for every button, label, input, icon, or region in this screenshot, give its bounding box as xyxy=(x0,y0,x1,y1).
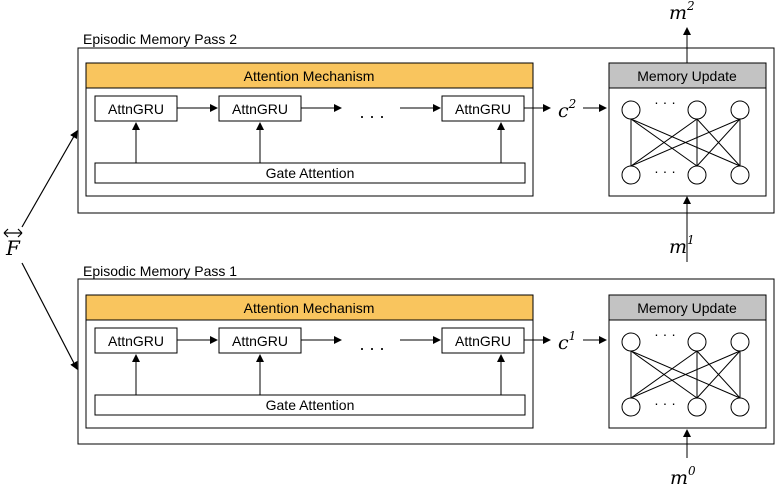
ellipsis: . . . xyxy=(359,102,384,122)
input-f-label: F xyxy=(5,236,21,260)
context-c1: c1 xyxy=(558,329,576,354)
attngru-box xyxy=(218,327,302,354)
attngru-label: AttnGRU xyxy=(108,101,164,117)
attention-header xyxy=(85,62,534,89)
network-node xyxy=(730,100,750,120)
gate-attention-box xyxy=(94,394,526,416)
pass-2-title: Episodic Memory Pass 2 xyxy=(83,31,237,47)
memory-update-header xyxy=(608,294,767,321)
network-edges xyxy=(630,118,741,167)
pass-1: Episodic Memory Pass 1 Attention Mechani… xyxy=(77,263,775,445)
attngru-box xyxy=(441,95,525,122)
attngru-label: AttnGRU xyxy=(232,333,288,349)
memory-m1: m1 xyxy=(669,233,695,258)
gate-attention-label: Gate Attention xyxy=(266,165,355,181)
pass-1-frame xyxy=(77,278,775,445)
network-node xyxy=(730,397,750,417)
node-ellipsis: · · · xyxy=(654,395,676,411)
attention-header xyxy=(85,294,534,321)
network-node xyxy=(687,100,707,120)
network-node xyxy=(621,165,641,185)
attention-header-label: Attention Mechanism xyxy=(244,300,375,316)
network-node xyxy=(621,332,641,352)
attngru-label: AttnGRU xyxy=(455,333,511,349)
attngru-label: AttnGRU xyxy=(108,333,164,349)
pass-2-frame xyxy=(77,47,775,214)
memory-update-header xyxy=(608,62,767,89)
attngru-box xyxy=(94,95,178,122)
attngru-box xyxy=(441,327,525,354)
node-ellipsis: · · · xyxy=(654,326,676,342)
attngru-label: AttnGRU xyxy=(232,101,288,117)
pass-1-title: Episodic Memory Pass 1 xyxy=(83,263,237,279)
attention-header-label: Attention Mechanism xyxy=(244,68,375,84)
network-node xyxy=(687,397,707,417)
pass-2: Episodic Memory Pass 2 Attention Mechani… xyxy=(77,0,775,214)
network-node xyxy=(730,165,750,185)
gate-attention-box xyxy=(94,162,526,184)
memory-m0: m0 xyxy=(670,464,696,485)
memory-m2: m2 xyxy=(669,0,695,24)
ellipsis: . . . xyxy=(359,334,384,354)
memory-update-label: Memory Update xyxy=(637,300,737,316)
node-ellipsis: · · · xyxy=(654,94,676,110)
attngru-box xyxy=(218,95,302,122)
network-node xyxy=(687,165,707,185)
arrow-input-to-pass2 xyxy=(21,130,78,228)
network-node xyxy=(730,332,750,352)
network-node xyxy=(621,397,641,417)
double-arrow-icon xyxy=(3,228,23,238)
input-f: F xyxy=(3,228,23,260)
network-node xyxy=(687,332,707,352)
node-ellipsis: · · · xyxy=(654,163,676,179)
attngru-label: AttnGRU xyxy=(455,101,511,117)
context-c2: c2 xyxy=(558,97,576,122)
network-edges xyxy=(630,350,741,399)
network-node xyxy=(621,100,641,120)
arrow-input-to-pass1 xyxy=(21,262,78,370)
memory-update-label: Memory Update xyxy=(637,68,737,84)
gate-attention-label: Gate Attention xyxy=(266,397,355,413)
